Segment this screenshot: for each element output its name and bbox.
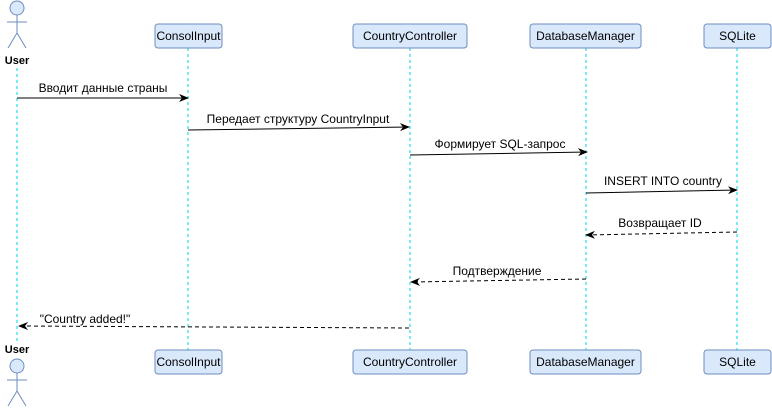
participant-sqlite-bottom[interactable]: SQLite <box>703 349 772 375</box>
participant-label: ConsolInput <box>156 355 221 369</box>
message-2[interactable]: Передает структуру CountryInput <box>187 112 410 132</box>
message-label: Вводит данные страны <box>39 81 168 95</box>
message-arrow <box>410 277 587 286</box>
stick-figure-icon <box>7 358 27 407</box>
participant-databasemanager-top[interactable]: DatabaseManager <box>529 23 642 49</box>
message-arrow <box>585 230 738 239</box>
participant-countrycontroller-bottom[interactable]: CountryController <box>352 349 468 375</box>
message-6[interactable]: Подтверждение <box>410 264 587 286</box>
participant-label: SQLite <box>719 355 756 369</box>
actor-label-top: User <box>5 55 30 67</box>
participant-sqlite-top[interactable]: SQLite <box>703 23 772 49</box>
participant-label: CountryController <box>363 355 457 369</box>
message-arrow <box>187 123 410 132</box>
message-label: Передает структуру CountryInput <box>207 112 390 126</box>
message-arrow <box>18 322 410 331</box>
actor-user-bottom[interactable]: User <box>5 344 30 407</box>
participant-label: CountryController <box>363 29 457 43</box>
actor-label-bottom: User <box>5 344 30 356</box>
message-5[interactable]: Возвращает ID <box>585 216 738 239</box>
message-3[interactable]: Формирует SQL-запрос <box>409 137 588 157</box>
participant-label: DatabaseManager <box>536 29 635 43</box>
message-7[interactable]: "Country added!" <box>18 312 410 331</box>
message-label: Подтверждение <box>453 264 542 278</box>
message-label: Формирует SQL-запрос <box>435 137 566 151</box>
message-label: Возвращает ID <box>618 216 702 230</box>
participant-consolinput-top[interactable]: ConsolInput <box>154 23 223 49</box>
message-arrow <box>409 148 588 157</box>
message-1[interactable]: Вводит данные страны <box>17 81 189 102</box>
message-label: "Country added!" <box>40 312 131 326</box>
stick-figure-icon <box>7 0 27 49</box>
message-arrow <box>585 186 738 195</box>
message-label: INSERT INTO country <box>604 174 722 188</box>
message-4[interactable]: INSERT INTO country <box>585 174 738 195</box>
participant-label: SQLite <box>719 29 756 43</box>
participant-consolinput-bottom[interactable]: ConsolInput <box>154 349 223 375</box>
participant-label: ConsolInput <box>156 29 221 43</box>
participant-label: DatabaseManager <box>536 355 635 369</box>
participant-countrycontroller-top[interactable]: CountryController <box>352 23 468 49</box>
participant-databasemanager-bottom[interactable]: DatabaseManager <box>529 349 642 375</box>
actor-user-top[interactable]: User <box>5 0 30 67</box>
